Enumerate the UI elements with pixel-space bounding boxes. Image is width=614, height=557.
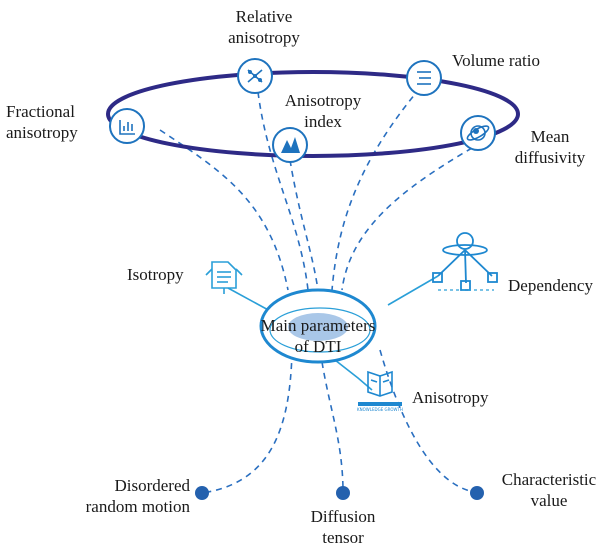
label-characteristic: Characteristic value [492,469,606,511]
label-diffusion-tensor: Diffusion tensor [290,506,396,548]
scatter-dot-1 [248,70,252,74]
scatter-dot-2 [258,78,262,82]
label-characteristic-line2: value [530,491,568,510]
network-head [456,232,474,250]
connector-volume [331,87,421,291]
label-disordered-line1: Disordered [114,476,190,495]
branch-anisotropy [334,359,373,391]
label-fractional-anisotropy: Fractional anisotropy [6,101,78,143]
book-badge-text: KNOWLEDGE GROWTH [357,407,403,412]
label-anisotropy-index: Anisotropy index [278,90,368,132]
leaf-dot-characteristic [470,486,484,500]
label-anisotropy: Anisotropy [412,388,489,407]
parameter-ring [106,70,520,158]
connector-characteristic [379,349,471,492]
label-diffusion-line1: Diffusion [310,507,376,526]
label-diffusion-line2: tensor [322,528,364,547]
document-body [211,261,237,289]
connector-diffusion [321,361,344,489]
label-center: Main parameters of DTI [255,315,381,357]
network-link-2 [464,249,467,284]
mountain-chart-icon [272,127,308,163]
network-link-3 [464,249,493,277]
network-node-2 [460,280,471,291]
label-relative-line1: Relative [235,7,293,26]
connector-mean [341,147,473,291]
label-characteristic-line1: Characteristic [501,470,597,489]
label-center-line1: Main parameters [260,316,376,335]
globe-core [473,128,479,134]
book-shelf [358,402,402,406]
connector-disordered [207,351,293,493]
label-fractional-line1: Fractional [6,102,75,121]
label-relative-anisotropy: Relative anisotropy [214,6,314,48]
branch-isotropy [227,287,273,313]
scatter-dot-3 [253,74,257,78]
connector-relative [257,91,309,291]
book-line-1 [370,379,378,383]
label-dependency: Dependency [508,276,593,295]
network-link-1 [437,249,466,277]
label-center-line2: of DTI [294,337,342,356]
leaf-dot-diffusion [336,486,350,500]
bar-chart-axes [119,120,135,135]
leaf-dot-disordered [195,486,209,500]
leaf-dots [195,486,484,500]
label-mean-line1: Mean [530,127,570,146]
ring-icon-fills [248,70,479,153]
network-node-3 [487,272,498,283]
connector-index [289,159,319,291]
label-mean-line2: diffusivity [514,148,586,167]
label-relative-line2: anisotropy [228,28,300,47]
label-mean-diffusivity: Mean diffusivity [500,126,600,168]
book-line-2 [382,379,390,383]
mountain-shape [281,137,300,153]
label-index-line2: index [304,112,342,131]
center-node-fill [288,313,348,341]
label-fractional-line2: anisotropy [6,123,78,142]
branch-dependency [387,275,439,306]
label-index-line1: Anisotropy [284,91,362,110]
label-disordered: Disordered random motion [50,475,190,517]
label-isotropy: Isotropy [127,265,184,284]
document-icon [205,261,243,294]
document-ticks [205,268,243,294]
network-icon [432,232,498,291]
book-icon [367,370,393,397]
label-volume-ratio: Volume ratio [452,51,540,70]
network-node-1 [432,272,443,283]
leaf-connectors [207,349,471,493]
label-disordered-line2: random motion [85,497,190,516]
bar-chart-icon [109,108,145,144]
